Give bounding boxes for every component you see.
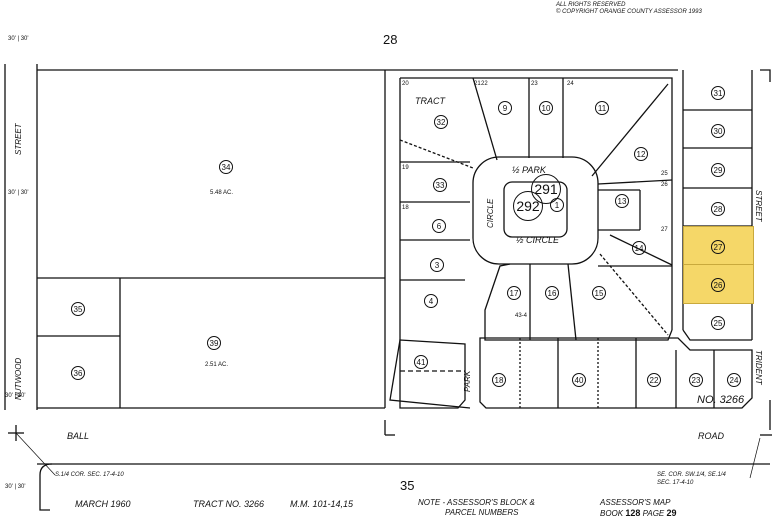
parcel-10[interactable]: 10 [539,101,553,115]
lot-24: 24 [567,81,574,87]
west-street-label: STREET [14,123,23,155]
footer-mm: M.M. 101-14,15 [290,499,354,509]
street-width-lower: 30' | 30' [5,484,26,490]
parcel-30[interactable]: 30 [711,124,725,138]
lot-27: 27 [661,227,668,233]
parcel-29[interactable]: 29 [711,163,725,177]
footer-date: MARCH 1960 [75,499,131,509]
lot-23: 23 [531,81,538,87]
tract-ref-label: 43-4 [515,313,528,319]
footer-note-line1: NOTE - ASSESSOR'S BLOCK & [418,498,535,507]
parcel-34[interactable]: 34 [219,160,233,174]
parcel-14[interactable]: 14 [632,241,646,255]
lot-26: 26 [661,182,668,188]
parcel-32[interactable]: 32 [434,115,448,129]
circle-label: ½ CIRCLE [516,235,560,245]
parcel-34-acreage: 5.48 AC. [210,190,234,196]
parcel-16[interactable]: 16 [545,286,559,300]
parcel-18[interactable]: 18 [492,373,506,387]
parcel-9[interactable]: 9 [498,101,512,115]
parcel-31[interactable]: 31 [711,86,725,100]
copyright-text: © COPYRIGHT ORANGE COUNTY ASSESSOR 1993 [556,9,702,15]
parcel-25[interactable]: 25 [711,316,725,330]
lot-20: 20 [402,81,409,87]
tract-label: TRACT [415,96,445,106]
park-label: ½ PARK [512,165,546,175]
parcel-1[interactable]: 1 [550,198,564,212]
tract-number-label: NO. 3266 [697,394,745,406]
parcel-36[interactable]: 36 [71,366,85,380]
parcel-41[interactable]: 41 [414,355,428,369]
sw-corner-note: S.1/4 COR. SEC. 17-4-10 [55,472,124,478]
east-street-label: STREET [754,190,763,222]
lot-21: 21 [474,81,481,87]
section-35-label: 35 [400,478,415,493]
rights-text: ALL RIGHTS RESERVED [556,2,626,8]
parcel-27[interactable]: 27 [711,240,725,254]
parcel-23[interactable]: 23 [689,373,703,387]
parcel-28[interactable]: 28 [711,202,725,216]
parcel-12[interactable]: 12 [634,147,648,161]
parcel-17[interactable]: 17 [507,286,521,300]
park-circle-road [472,156,599,265]
footer-tract: TRACT NO. 3266 [193,499,265,509]
block-292[interactable]: 292 [513,191,543,221]
street-width-mid: 30' | 30' [8,190,29,196]
footer-note-line2: PARCEL NUMBERS [445,508,519,517]
lot-25: 25 [661,171,668,177]
road-label: ROAD [698,431,725,441]
parcel-15[interactable]: 15 [592,286,606,300]
parcel-3[interactable]: 3 [430,258,444,272]
block-291[interactable]: 291 [531,174,561,204]
street-width-top: 30' | 30' [8,36,29,42]
lot-22: 22 [481,81,488,87]
parcel-39[interactable]: 39 [207,336,221,350]
parcel-4[interactable]: 4 [424,294,438,308]
lot-19: 19 [402,165,409,171]
street-width-bottom: 30' | 30' [5,393,26,399]
park-vertical-label: PARK [463,370,472,392]
trident-label: TRIDENT [754,350,763,385]
footer-map-label: ASSESSOR'S MAP [600,498,671,507]
parcel-24[interactable]: 24 [727,373,741,387]
parcel-35[interactable]: 35 [71,302,85,316]
se-corner-note-line2: SEC. 17-4-10 [657,480,694,486]
parcel-22[interactable]: 22 [647,373,661,387]
parcel-39-acreage: 2.51 AC. [205,362,229,368]
parcel-26[interactable]: 26 [711,278,725,292]
parcel-13[interactable]: 13 [615,194,629,208]
se-corner-note-line1: SE. COR. SW.1/4, SE.1/4 [657,472,726,478]
parcel-33[interactable]: 33 [433,178,447,192]
section-28-label: 28 [383,32,398,47]
parcel-11[interactable]: 11 [595,101,609,115]
footer-book-page: BOOK 128 PAGE 29 [600,508,677,518]
parcel-6[interactable]: 6 [432,219,446,233]
circle-vertical-label: CIRCLE [486,198,495,228]
lot-18: 18 [402,205,409,211]
parcel-40[interactable]: 40 [572,373,586,387]
ball-road-label: BALL [67,431,90,441]
